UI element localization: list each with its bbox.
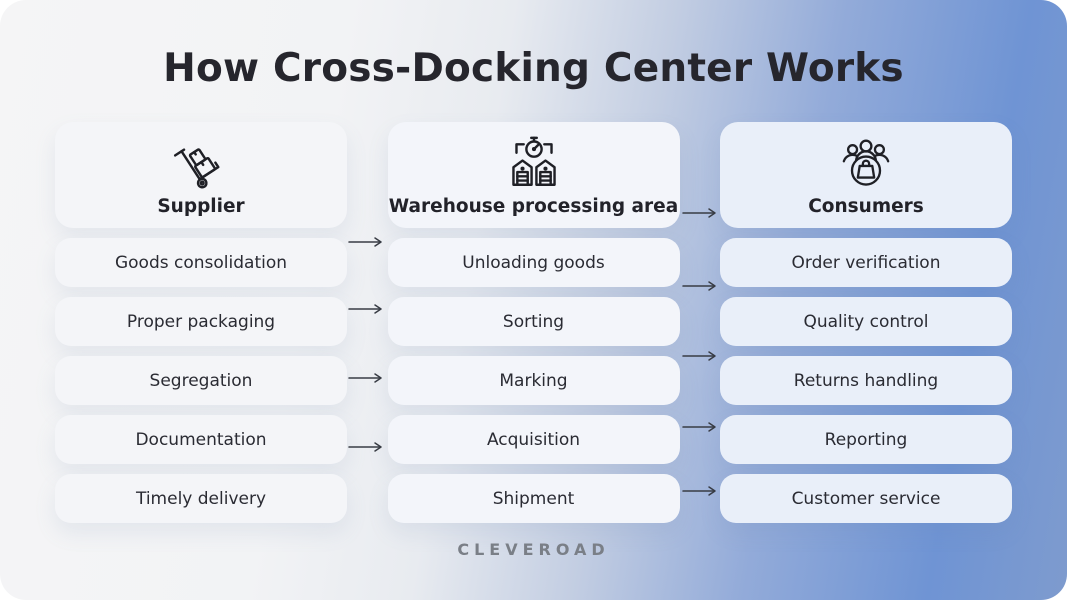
- column-warehouse: Warehouse processing area Unloading good…: [387, 122, 680, 523]
- supplier-header-card: Supplier: [55, 122, 347, 228]
- supplier-item-card: Documentation: [55, 415, 347, 464]
- supplier-item-card: Segregation: [55, 356, 347, 405]
- hand-truck-icon: [173, 133, 229, 193]
- warehouse-header-label: Warehouse processing area: [388, 196, 679, 217]
- flow-arrow-icon: [348, 237, 382, 247]
- consumers-shopping-icon: [838, 133, 894, 193]
- warehouse-timer-icon: [505, 133, 563, 193]
- warehouse-item-card: Sorting: [387, 297, 680, 346]
- consumers-item-card: Quality control: [720, 297, 1012, 346]
- consumers-item-card: Order verification: [720, 238, 1012, 287]
- flow-arrow-icon: [682, 208, 716, 218]
- warehouse-item-card: Unloading goods: [387, 238, 680, 287]
- columns-grid: Supplier Goods consolidation Proper pack…: [55, 122, 1012, 523]
- consumers-item-card: Customer service: [720, 474, 1012, 523]
- flow-arrow-icon: [348, 373, 382, 383]
- supplier-item-card: Proper packaging: [55, 297, 347, 346]
- flow-arrow-icon: [682, 351, 716, 361]
- flow-arrow-icon: [348, 304, 382, 314]
- column-consumers: Consumers Order verification Quality con…: [720, 122, 1012, 523]
- flow-arrow-icon: [682, 422, 716, 432]
- consumers-item-card: Reporting: [720, 415, 1012, 464]
- cleveroad-logo: CLEVEROAD: [457, 540, 610, 559]
- consumers-header-label: Consumers: [808, 196, 924, 217]
- warehouse-item-card: Shipment: [387, 474, 680, 523]
- supplier-header-label: Supplier: [157, 196, 245, 217]
- warehouse-item-card: Marking: [387, 356, 680, 405]
- flow-arrow-icon: [348, 442, 382, 452]
- flow-arrow-icon: [682, 281, 716, 291]
- supplier-item-card: Goods consolidation: [55, 238, 347, 287]
- flow-arrow-icon: [682, 486, 716, 496]
- consumers-header-card: Consumers: [720, 122, 1012, 228]
- supplier-item-card: Timely delivery: [55, 474, 347, 523]
- consumers-item-card: Returns handling: [720, 356, 1012, 405]
- column-supplier: Supplier Goods consolidation Proper pack…: [55, 122, 347, 523]
- page-title: How Cross-Docking Center Works: [163, 46, 904, 91]
- warehouse-header-card: Warehouse processing area: [387, 122, 680, 228]
- warehouse-item-card: Acquisition: [387, 415, 680, 464]
